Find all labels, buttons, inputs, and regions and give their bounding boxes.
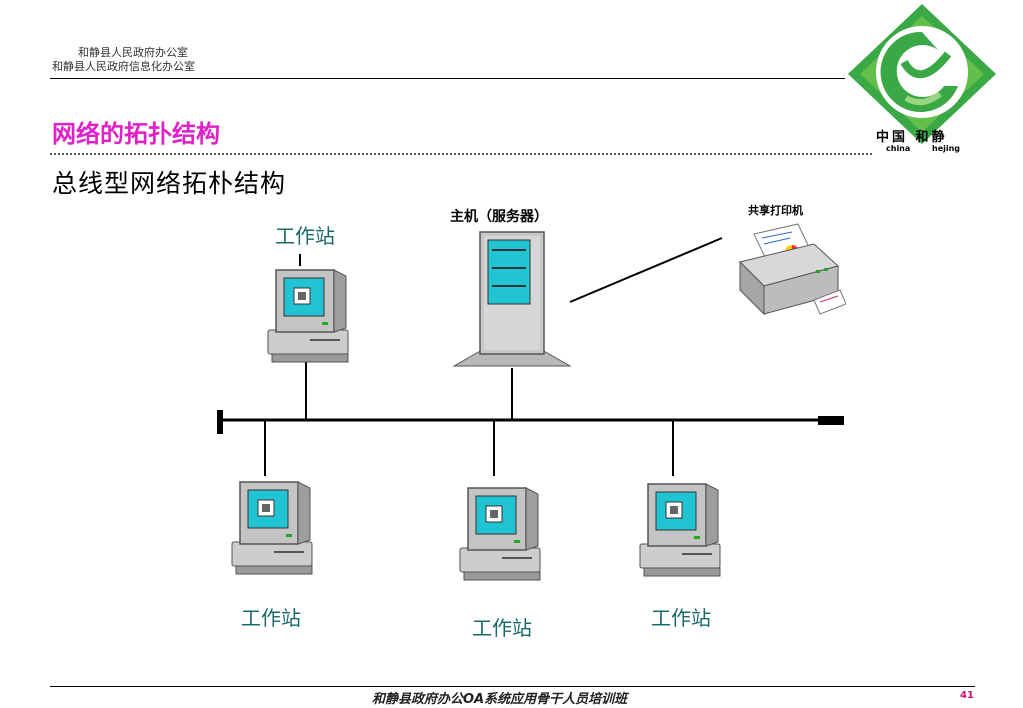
printer-label: 共享打印机 [748, 204, 803, 217]
header-rule [50, 78, 845, 79]
workstation-top-icon [264, 262, 354, 366]
page-number: 41 [960, 690, 974, 701]
logo-sub-china: china [886, 144, 911, 153]
workstation-3-icon [636, 476, 726, 580]
bus-line [217, 410, 844, 434]
slide-title: 网络的拓扑结构 [52, 120, 220, 148]
workstation-top-label: 工作站 [275, 224, 335, 248]
slide-subtitle: 总线型网络拓朴结构 [52, 169, 287, 198]
server-icon [450, 228, 574, 370]
workstation-2-icon [456, 480, 546, 584]
workstation-2-label: 工作站 [472, 616, 532, 640]
org-name-line1: 和静县人民政府办公室 [78, 46, 188, 59]
printer-link [569, 237, 723, 303]
logo-sub-hejing: hejing [932, 144, 961, 153]
footer-rule [50, 686, 975, 687]
logo-text: 中国 和静 [876, 130, 948, 145]
footer-text: 和静县政府办公OA系统应用骨干人员培训班 [372, 692, 628, 707]
hejing-logo [846, 2, 998, 154]
workstation-1-icon [228, 474, 318, 578]
org-name-line2: 和静县人民政府信息化办公室 [52, 60, 195, 73]
workstation-3-label: 工作站 [651, 606, 711, 630]
printer-icon [730, 222, 847, 326]
workstation-1-label: 工作站 [241, 606, 301, 630]
title-divider [50, 153, 872, 155]
server-label: 主机（服务器） [450, 209, 548, 225]
